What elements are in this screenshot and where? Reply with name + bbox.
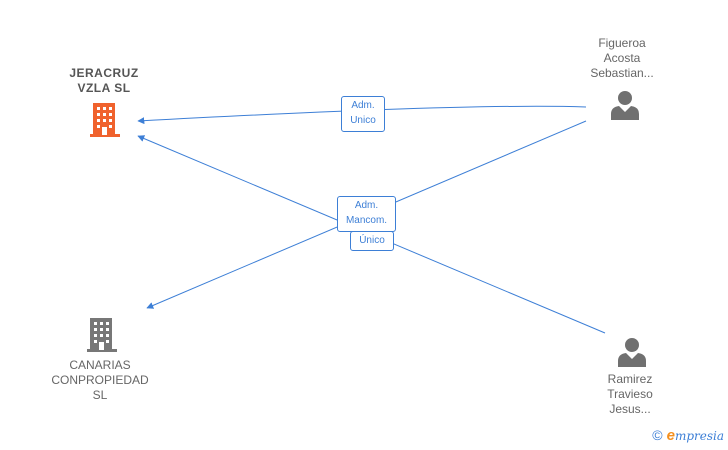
node-label-jeracruz[interactable]: JERACRUZ VZLA SL <box>69 66 139 95</box>
brand-watermark: ©empresia <box>652 427 724 444</box>
node-label-canarias[interactable]: CANARIAS CONPROPIEDAD SL <box>51 358 149 402</box>
person-icon[interactable] <box>610 90 640 120</box>
edge-figueroa-jeracruz <box>137 105 587 125</box>
edge-label-unico[interactable]: Único <box>350 231 394 251</box>
brand-logo-letter: e <box>666 427 675 444</box>
edge-label-line: Adm. <box>354 200 379 211</box>
edge-label-line: Único <box>359 235 385 246</box>
copyright-symbol: © <box>652 427 663 443</box>
node-label-figueroa[interactable]: Figueroa Acosta Sebastian... <box>590 36 654 80</box>
edge-label-adm-unico[interactable]: Adm. Unico <box>341 96 385 132</box>
edge-label-line: Adm. <box>351 100 375 111</box>
person-icon[interactable] <box>617 337 647 367</box>
node-label-ramirez[interactable]: Ramirez Travieso Jesus... <box>607 372 653 416</box>
brand-name: mpresia <box>674 429 724 443</box>
edge-label-line: Unico <box>350 115 376 126</box>
edge-label-adm-mancom[interactable]: Adm. Mancom. <box>337 196 396 232</box>
building-icon[interactable] <box>89 103 121 137</box>
building-icon[interactable] <box>86 318 118 352</box>
edge-label-line: Mancom. <box>345 215 388 226</box>
